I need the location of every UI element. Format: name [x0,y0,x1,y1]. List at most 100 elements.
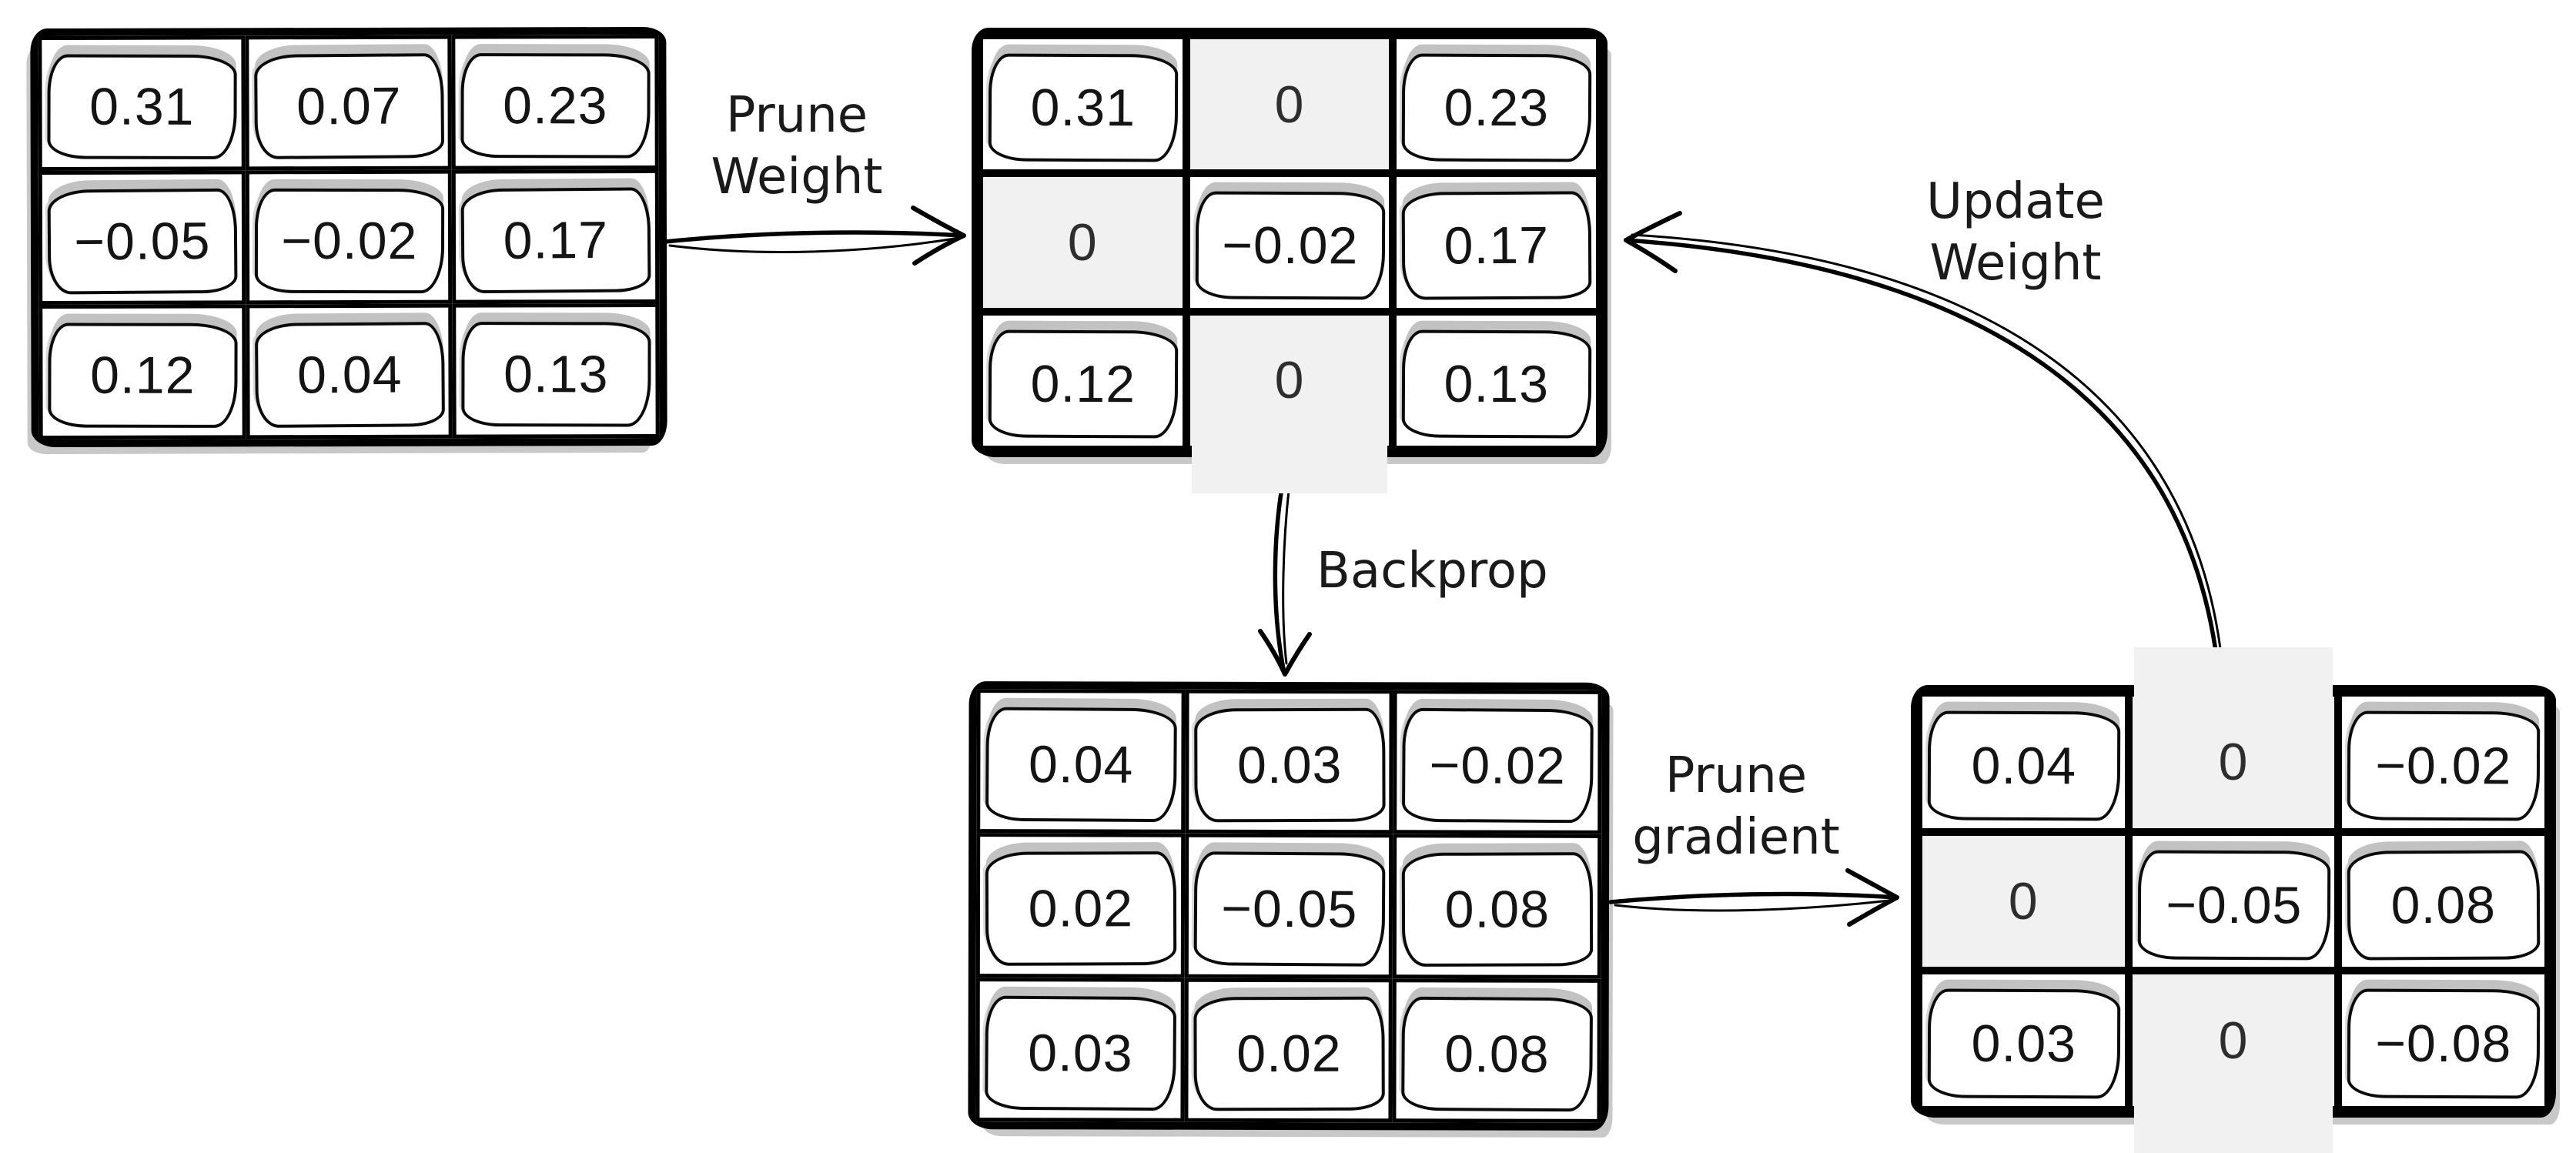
label-line: Backprop [1316,543,1548,600]
matrix-cell: 0.08 [1393,834,1602,979]
cell-paper: −0.02 [254,188,444,293]
cell-paper: 0.31 [988,53,1178,162]
cell-value: −0.05 [2165,875,2303,934]
matrix-cell: 0.02 [975,833,1185,978]
cell-value: 0.03 [1971,1014,2077,1074]
pruned-weight-matrix: 0.31 0 0.23 0 −0.02 0.17 0.12 0 0.13 [972,28,1607,494]
prune-gradient-arrow [1608,868,1899,927]
matrix-cell: 0.31 [38,35,246,171]
cell-value: −0.05 [1220,879,1358,940]
matrix-cell: 0.12 [979,311,1186,450]
cell-paper: 0.08 [1402,852,1594,968]
weight-matrix: 0.31 0.07 0.23 −0.05 −0.02 0.17 0.12 0.0… [30,26,667,448]
matrix-cell: −0.02 [2338,693,2548,832]
cell-value: 0.12 [1030,354,1136,414]
cell-paper: 0.03 [1193,707,1385,823]
cell-value: 0.02 [1236,1024,1342,1084]
matrix-cell: −0.02 [1393,690,1602,835]
backprop-arrow [1258,461,1312,677]
cell-paper: −0.02 [1195,191,1385,301]
gradient-matrix: 0.04 0.03 −0.02 0.02 −0.05 0.08 0.03 0.0… [968,681,1610,1131]
cell-paper: 0.13 [461,322,651,427]
matrix-cell: −0.05 [38,170,246,306]
matrix-cell: 0.31 [979,35,1186,174]
matrix-cell: 0.08 [2338,831,2548,971]
prune-gradient-label: Prune gradient [1582,745,1890,868]
cell-value: 0.17 [503,210,609,270]
cell-value: −0.02 [1429,736,1567,796]
cell-value: 0.12 [90,346,196,405]
update-weight-label: Update Weight [1862,171,2170,294]
matrix-cell: 0.17 [1393,173,1600,312]
cell-paper: −0.02 [2347,710,2541,821]
cell-paper: 0.03 [1927,988,2120,1099]
matrix-cell-pruned: 0 [979,173,1186,312]
cell-value: 0.08 [1444,880,1551,940]
cell-paper: 0.12 [988,329,1178,439]
matrix-cell: 0.04 [1919,693,2129,832]
cell-value: −0.08 [2375,1014,2512,1074]
matrix-cell: −0.02 [245,169,453,305]
matrix-cell-pruned: 0 [2128,971,2339,1153]
label-line: Weight [1929,235,2102,292]
cell-value: 0.23 [503,76,608,135]
cell-paper: 0.04 [1927,710,2120,821]
matrix-cell: 0.02 [1184,978,1393,1123]
cell-paper: 0.23 [460,53,651,159]
matrix-cell: 0.23 [1393,35,1600,174]
cell-value: 0.31 [1030,78,1136,138]
matrix-cell-pruned: 0 [2128,647,2339,832]
prune-weight-label: Prune Weight [643,85,951,208]
matrix-cell: 0.03 [1919,971,2129,1110]
cell-paper: −0.05 [47,188,238,294]
cell-paper: 0.08 [2347,850,2541,960]
cell-value: 0.03 [1236,735,1343,795]
label-line: Update [1926,173,2105,230]
cell-value: 0 [2008,871,2039,931]
cell-paper: −0.08 [2347,988,2541,1099]
cell-paper: 0.04 [254,322,445,428]
cell-paper: 0.04 [985,707,1177,823]
cell-value: 0.08 [2390,875,2497,934]
matrix-cell: −0.02 [1186,173,1393,312]
cell-value: 0.04 [296,345,403,405]
cell-paper: 0.08 [1401,996,1594,1112]
matrix-cell: 0.08 [1392,978,1601,1123]
cell-value: −0.02 [280,211,418,270]
cell-paper: 0.02 [1193,996,1385,1111]
matrix-cell-pruned: 0 [1919,831,2129,971]
cell-value: 0 [2218,1011,2249,1070]
matrix-cell: 0.13 [452,303,660,439]
cell-value: −0.05 [74,211,211,271]
cell-value: −0.02 [2375,736,2512,796]
cell-value: 0 [1274,351,1305,410]
cell-paper: 0.07 [253,53,444,159]
cell-paper: 0.13 [1402,329,1592,439]
label-line: Prune [725,87,868,144]
cell-paper: 0.02 [985,851,1176,967]
matrix-cell: −0.05 [2128,831,2339,971]
cell-value: −0.02 [1221,216,1359,276]
cell-value: 0 [1274,75,1305,134]
matrix-cell: −0.08 [2338,971,2548,1110]
matrix-cell: 0.17 [452,169,660,304]
cell-paper: 0.03 [985,995,1176,1111]
cell-paper: 0.31 [47,54,237,159]
matrix-cell: 0.04 [245,303,453,439]
cell-paper: −0.05 [1193,851,1385,968]
backprop-label: Backprop [1309,540,1563,602]
pruned-gradient-matrix: 0.04 0 −0.02 0 −0.05 0.08 0.03 0 −0.08 [1911,647,2556,1153]
cell-value: 0.02 [1028,879,1134,939]
label-line: Prune [1664,747,1808,804]
cell-value: 0.23 [1444,78,1550,138]
cell-value: 0.04 [1971,736,2077,796]
cell-value: 0 [2218,733,2249,792]
matrix-cell: 0.03 [975,977,1185,1122]
prune-weight-arrow [663,206,966,266]
cell-value: 0 [1067,212,1098,272]
cell-paper: −0.02 [1402,707,1594,824]
cell-value: 0.17 [1444,216,1550,276]
matrix-cell: 0.03 [1184,689,1393,834]
matrix-cell: 0.12 [38,304,246,440]
